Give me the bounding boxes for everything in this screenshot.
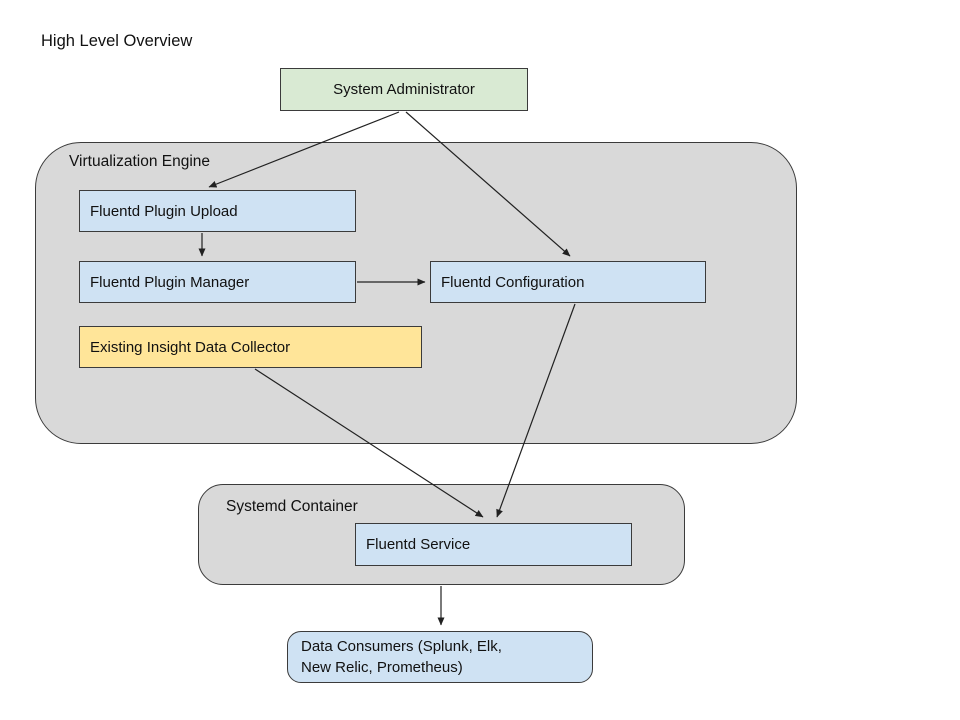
container-virtualization-engine-label: Virtualization Engine xyxy=(69,153,211,170)
node-fluentd-plugin-manager: Fluentd Plugin Manager xyxy=(79,261,356,303)
node-system-administrator: System Administrator xyxy=(280,68,528,111)
node-fluentd-configuration: Fluentd Configuration xyxy=(430,261,706,303)
node-data-consumers: Data Consumers (Splunk, Elk, New Relic, … xyxy=(287,631,593,683)
node-fluentd-plugin-upload: Fluentd Plugin Upload xyxy=(79,190,356,232)
container-systemd-container-label: Systemd Container xyxy=(226,498,358,515)
page-title: High Level Overview xyxy=(41,32,193,50)
node-existing-insight-data-collector: Existing Insight Data Collector xyxy=(79,326,422,368)
node-fluentd-service: Fluentd Service xyxy=(355,523,632,566)
